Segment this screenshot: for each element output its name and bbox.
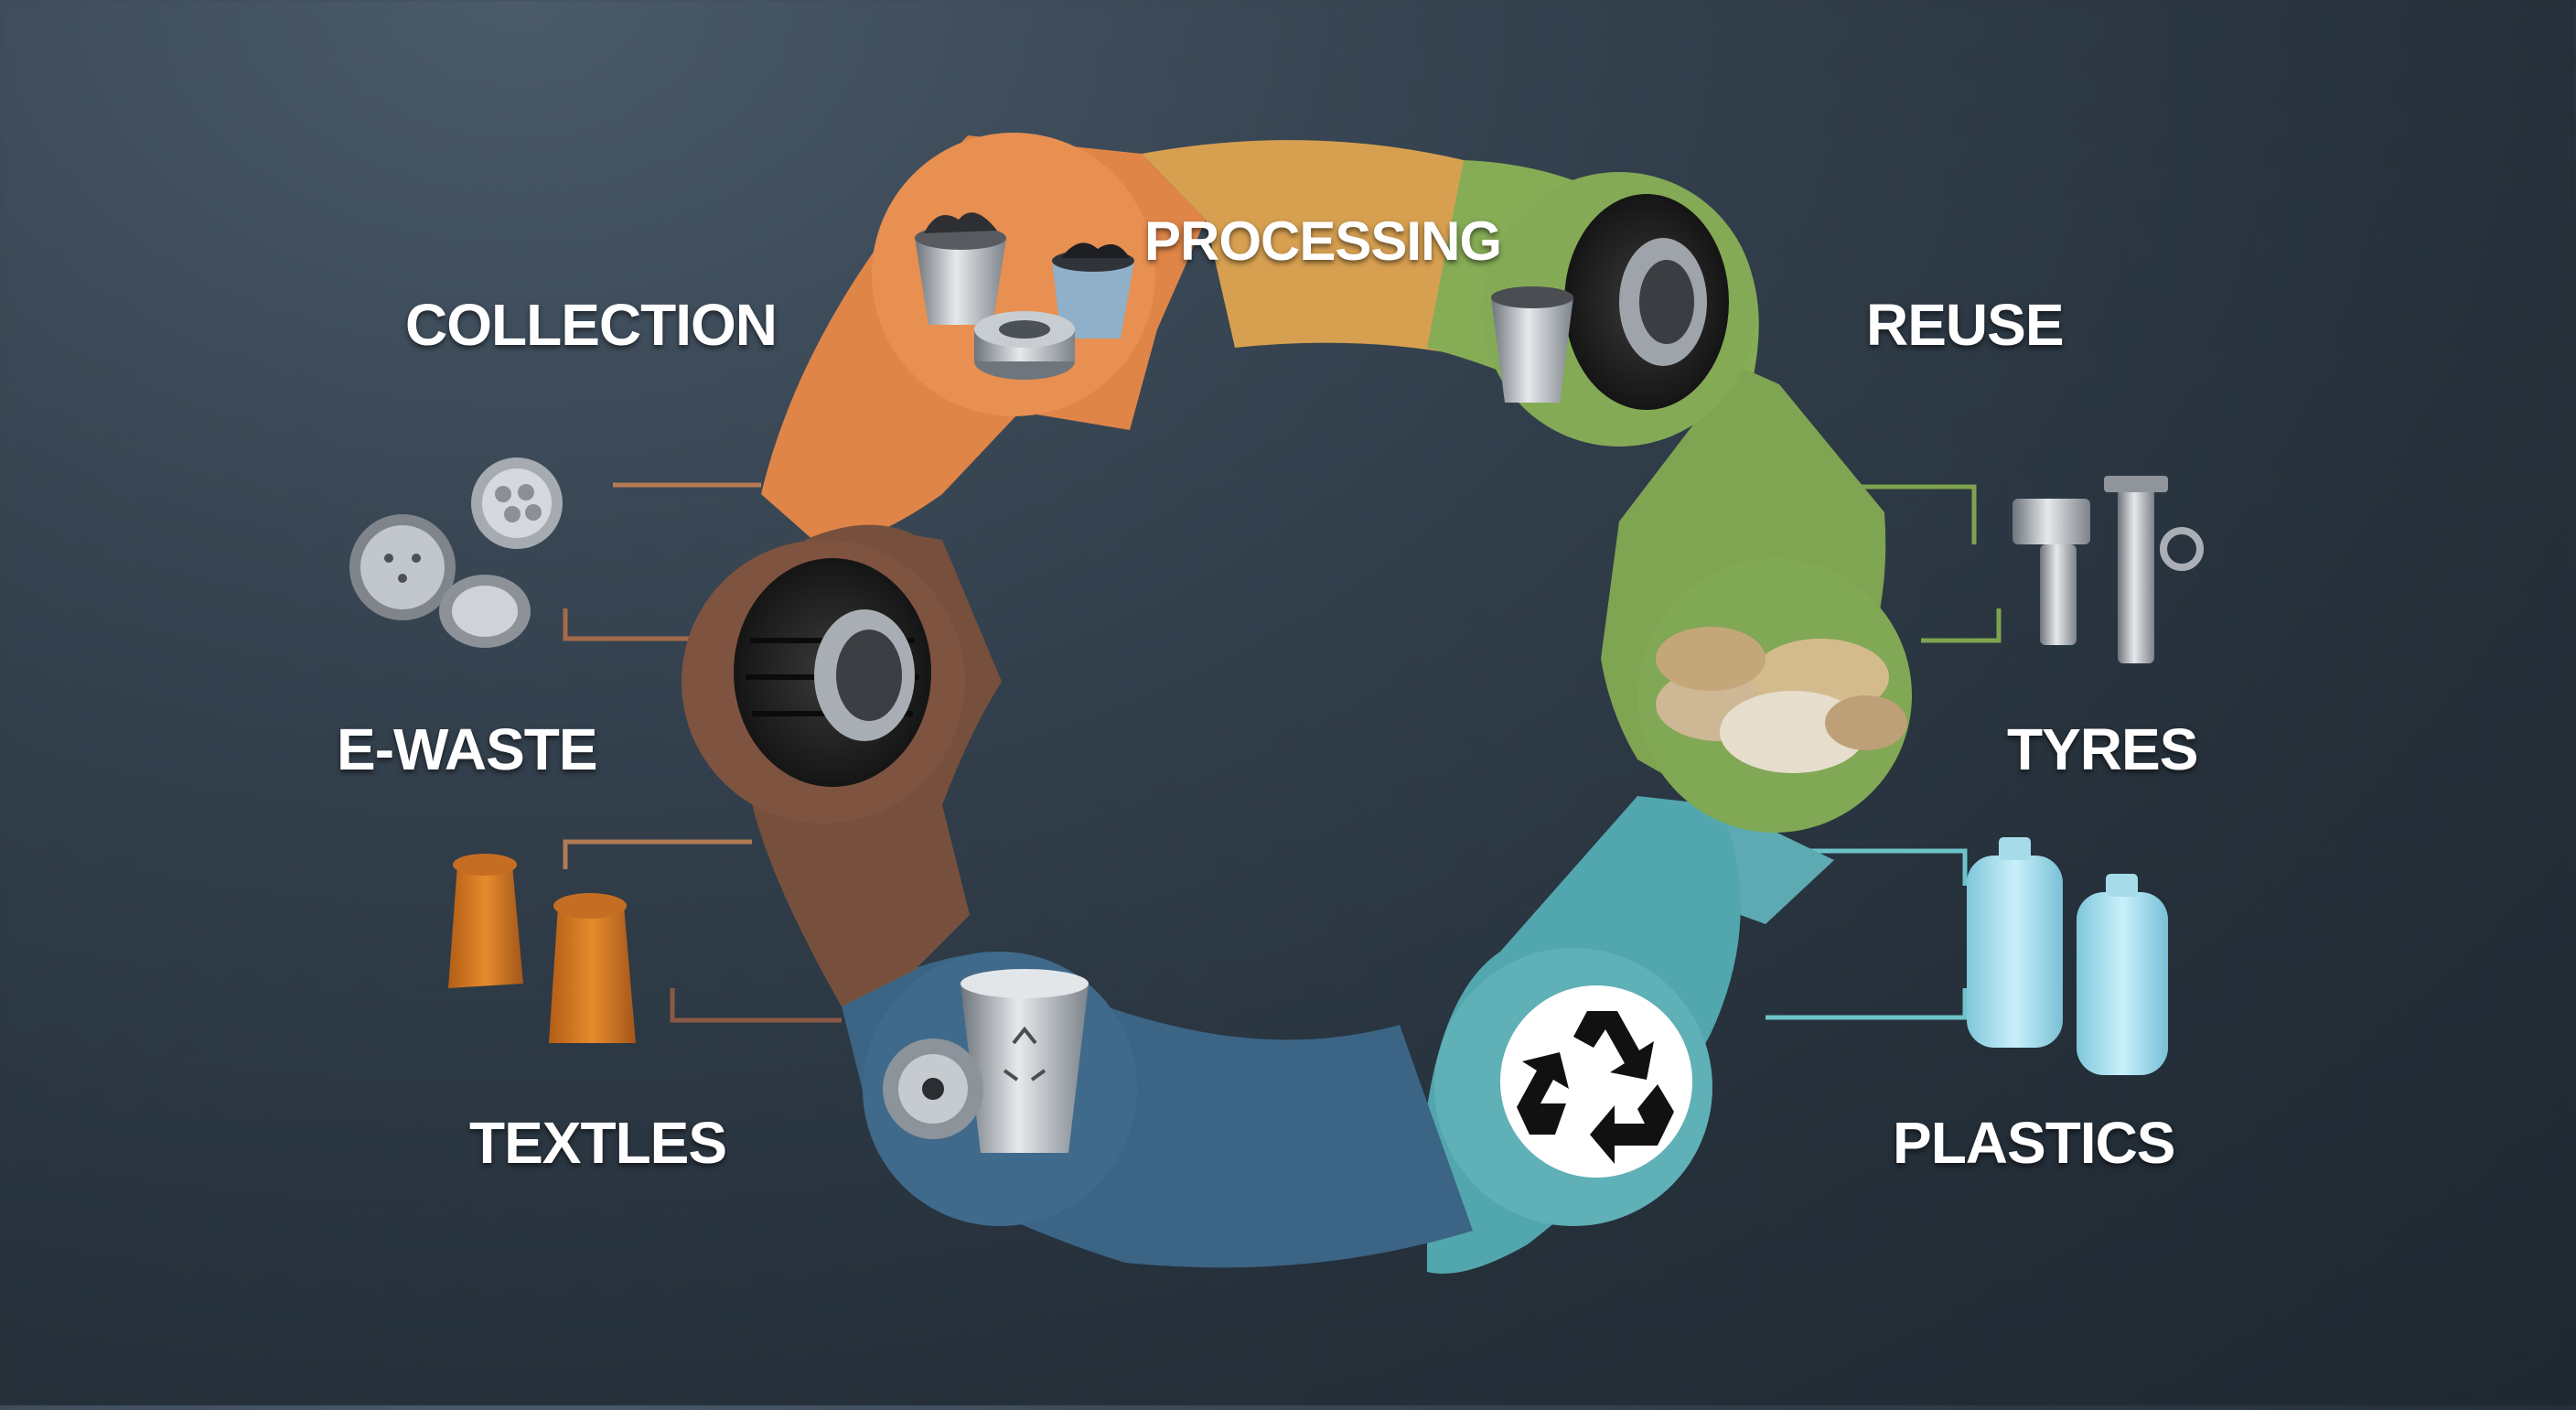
label-processing: PROCESSING [1144,210,1502,272]
fibre-bundle-icon [1656,627,1907,773]
metal-discs-icon [349,457,563,648]
label-reuse: REUSE [1866,292,2064,358]
connector-textiles-top [563,839,752,869]
connector-reuse-bottom [1921,608,2002,643]
collection-circle [872,133,1155,416]
fabric-sacks-icon [448,854,636,1043]
label-ewaste: E-WASTE [337,716,598,782]
connector-textiles-bottom [670,988,842,1023]
tyre-icon [734,558,931,787]
label-textiles: TEXTLES [469,1110,727,1176]
label-plastics: PLASTICS [1893,1110,2175,1176]
metal-buckets-icon [915,212,1134,380]
bin-and-tin-icon [883,969,1089,1153]
faucet-machine-icon [2012,476,2204,663]
plastic-bottles-icon [1967,837,2168,1075]
label-tyres: TYRES [2007,716,2198,782]
connector-plastics-bottom [1766,988,1968,1020]
connector-reuse-top [1830,484,1977,544]
recycle-symbol-icon [1500,985,1692,1178]
connector-ewaste-bottom [563,608,695,641]
tyre-and-cup-icon [1491,194,1729,410]
label-collection: COLLECTION [405,292,778,358]
